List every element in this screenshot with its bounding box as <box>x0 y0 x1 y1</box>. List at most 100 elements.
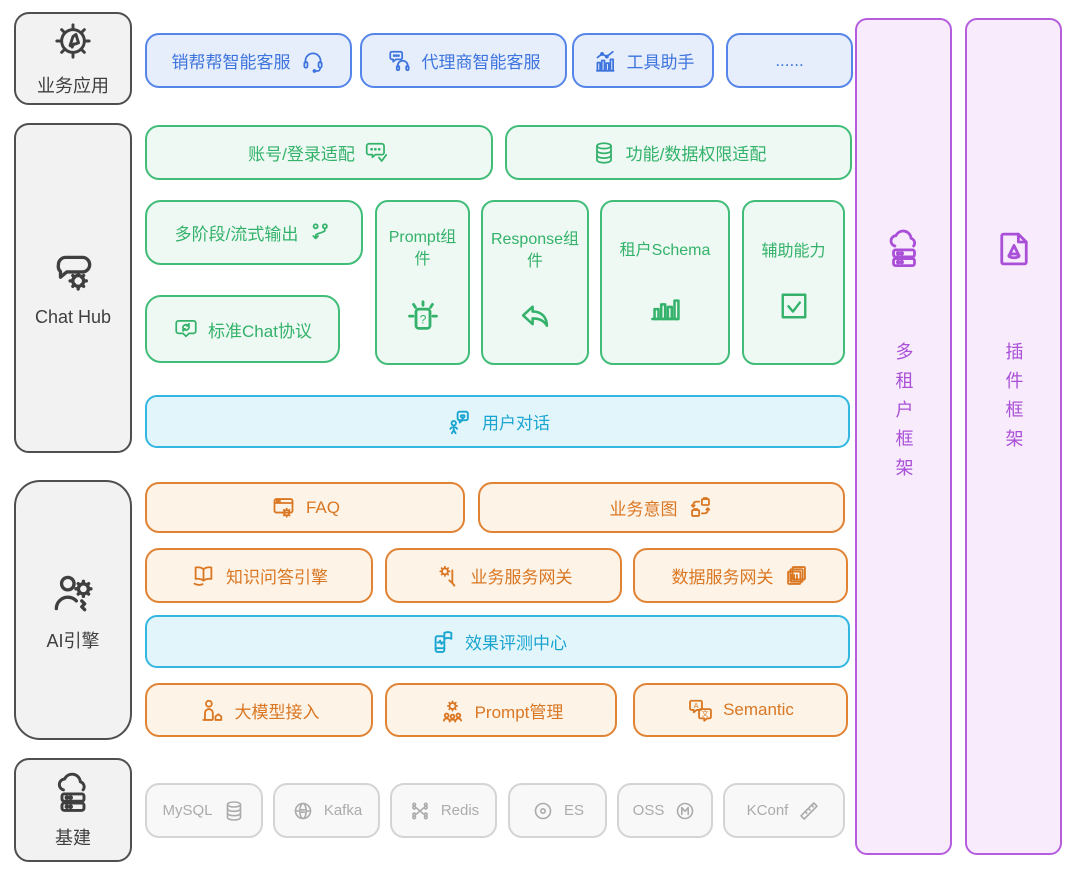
llm-access-label: 大模型接入 <box>234 702 320 722</box>
multi-stage-stream-label: 多阶段/流式输出 <box>174 225 299 244</box>
infrastructure-label: 基建 <box>55 827 91 848</box>
circle-m-icon <box>673 799 697 823</box>
phone-book-icon <box>428 628 456 656</box>
user-dialog-bar: 用户对话 <box>145 395 850 448</box>
reply-arrow-icon <box>516 298 554 336</box>
prompt-component-label: Prompt组件 <box>388 228 457 268</box>
knowledge-qa-engine-pill: 知识问答引擎 <box>145 548 373 603</box>
prompt-component-box: Prompt组件 <box>375 200 470 365</box>
semantic-pill: Semantic <box>633 683 848 737</box>
tool-assistant-pill: 工具助手 <box>572 33 714 88</box>
auxiliary-capability-box: 辅助能力 <box>742 200 845 365</box>
oss-label: OSS <box>632 802 665 819</box>
gear-pen-icon <box>51 19 95 63</box>
llm-access-pill: 大模型接入 <box>145 683 373 737</box>
chat-headset-icon <box>387 48 413 74</box>
ellipsis-pill: ...... <box>726 33 853 88</box>
oss-pill: OSS <box>617 783 713 838</box>
bar-chart-icon <box>646 287 684 325</box>
ai-engine-box: AI引擎 <box>14 480 132 740</box>
response-component-box: Response组件 <box>481 200 589 365</box>
mysql-label: MySQL <box>162 802 213 819</box>
intent-swap-icon <box>687 494 714 521</box>
translate-chat-icon <box>687 697 714 724</box>
database-icon <box>591 140 617 166</box>
tenant-schema-box: 租户Schema <box>600 200 730 365</box>
stacked-cards-icon <box>783 562 810 589</box>
xbb-smart-service-pill: 销帮帮智能客服 <box>145 33 352 88</box>
ellipsis-label: ...... <box>775 50 804 70</box>
business-intent-pill: 业务意图 <box>478 482 845 533</box>
ruler-icon <box>797 799 821 823</box>
account-adapter-pill: 账号/登录适配 <box>145 125 493 180</box>
tenant-schema-label: 租户Schema <box>619 241 711 259</box>
evaluation-center-label: 效果评测中心 <box>465 634 567 653</box>
user-dialog-label: 用户对话 <box>482 414 550 433</box>
es-pill: ES <box>508 783 607 838</box>
chart-icon <box>592 48 618 74</box>
branch-stream-icon <box>307 220 333 246</box>
auxiliary-capability-label: 辅助能力 <box>761 242 826 260</box>
kafka-pill: Kafka <box>273 783 380 838</box>
standard-chat-protocol-label: 标准Chat协议 <box>208 321 312 341</box>
checkbox-icon <box>776 288 812 324</box>
data-service-gateway-pill: 数据服务网关 <box>633 548 848 603</box>
prompt-card-icon <box>402 296 444 338</box>
cloud-server-icon <box>883 228 925 270</box>
business-intent-label: 业务意图 <box>609 500 678 519</box>
response-component-label: Response组件 <box>490 230 580 270</box>
chat-hub-box: Chat Hub <box>14 123 132 453</box>
plugin-doc-icon <box>993 228 1035 270</box>
faq-pill: FAQ <box>145 482 465 533</box>
multi-stage-stream-pill: 多阶段/流式输出 <box>145 200 363 265</box>
plugin-framework-rail: 插件框架 <box>965 18 1062 855</box>
cloud-server-icon <box>51 771 95 815</box>
multi-tenant-framework-label: 多租户框架 <box>893 342 914 487</box>
kconf-pill: KConf <box>723 783 845 838</box>
mysql-pill: MySQL <box>145 783 263 838</box>
person-chat-heart-icon <box>445 408 473 436</box>
globe-live-icon <box>291 799 315 823</box>
multi-tenant-framework-rail: 多租户框架 <box>855 18 952 855</box>
tool-assistant-label: 工具助手 <box>626 53 695 72</box>
kafka-label: Kafka <box>323 802 363 819</box>
browser-gear-icon <box>270 494 297 521</box>
redis-label: Redis <box>440 802 480 819</box>
database-icon <box>222 799 246 823</box>
kconf-label: KConf <box>746 802 789 819</box>
semantic-label: Semantic <box>723 700 794 719</box>
xbb-smart-service-label: 销帮帮智能客服 <box>171 53 291 72</box>
gear-people-icon <box>439 697 466 724</box>
data-service-gateway-label: 数据服务网关 <box>671 568 774 587</box>
permission-adapter-pill: 功能/数据权限适配 <box>505 125 852 180</box>
es-label: ES <box>563 802 584 819</box>
book-hand-icon <box>190 562 217 589</box>
hand-gear-icon <box>435 562 462 589</box>
agent-smart-service-label: 代理商智能客服 <box>421 53 541 72</box>
disc-icon <box>531 799 555 823</box>
ai-engine-label: AI引擎 <box>46 630 100 651</box>
person-house-icon <box>199 697 226 724</box>
person-gear-icon <box>48 568 98 618</box>
chat-check-icon <box>364 140 390 166</box>
business-service-gateway-pill: 业务服务网关 <box>385 548 622 603</box>
prompt-management-pill: Prompt管理 <box>385 683 617 737</box>
account-adapter-label: 账号/登录适配 <box>248 145 355 164</box>
business-service-gateway-label: 业务服务网关 <box>470 568 573 587</box>
business-apps-label: 业务应用 <box>37 76 109 96</box>
infrastructure-box: 基建 <box>14 758 132 862</box>
evaluation-center-bar: 效果评测中心 <box>145 615 850 668</box>
chat-hub-label: Chat Hub <box>34 307 112 327</box>
cluster-nodes-icon <box>408 799 432 823</box>
permission-adapter-label: 功能/数据权限适配 <box>625 145 767 164</box>
redis-pill: Redis <box>390 783 497 838</box>
standard-chat-protocol-pill: 标准Chat协议 <box>145 295 340 363</box>
agent-smart-service-pill: 代理商智能客服 <box>360 33 567 88</box>
business-apps-box: 业务应用 <box>14 12 132 105</box>
knowledge-qa-engine-label: 知识问答引擎 <box>226 568 328 587</box>
faq-label: FAQ <box>305 497 340 517</box>
prompt-management-label: Prompt管理 <box>474 702 564 722</box>
chat-refresh-icon <box>173 316 199 342</box>
plugin-framework-label: 插件框架 <box>1003 342 1024 458</box>
